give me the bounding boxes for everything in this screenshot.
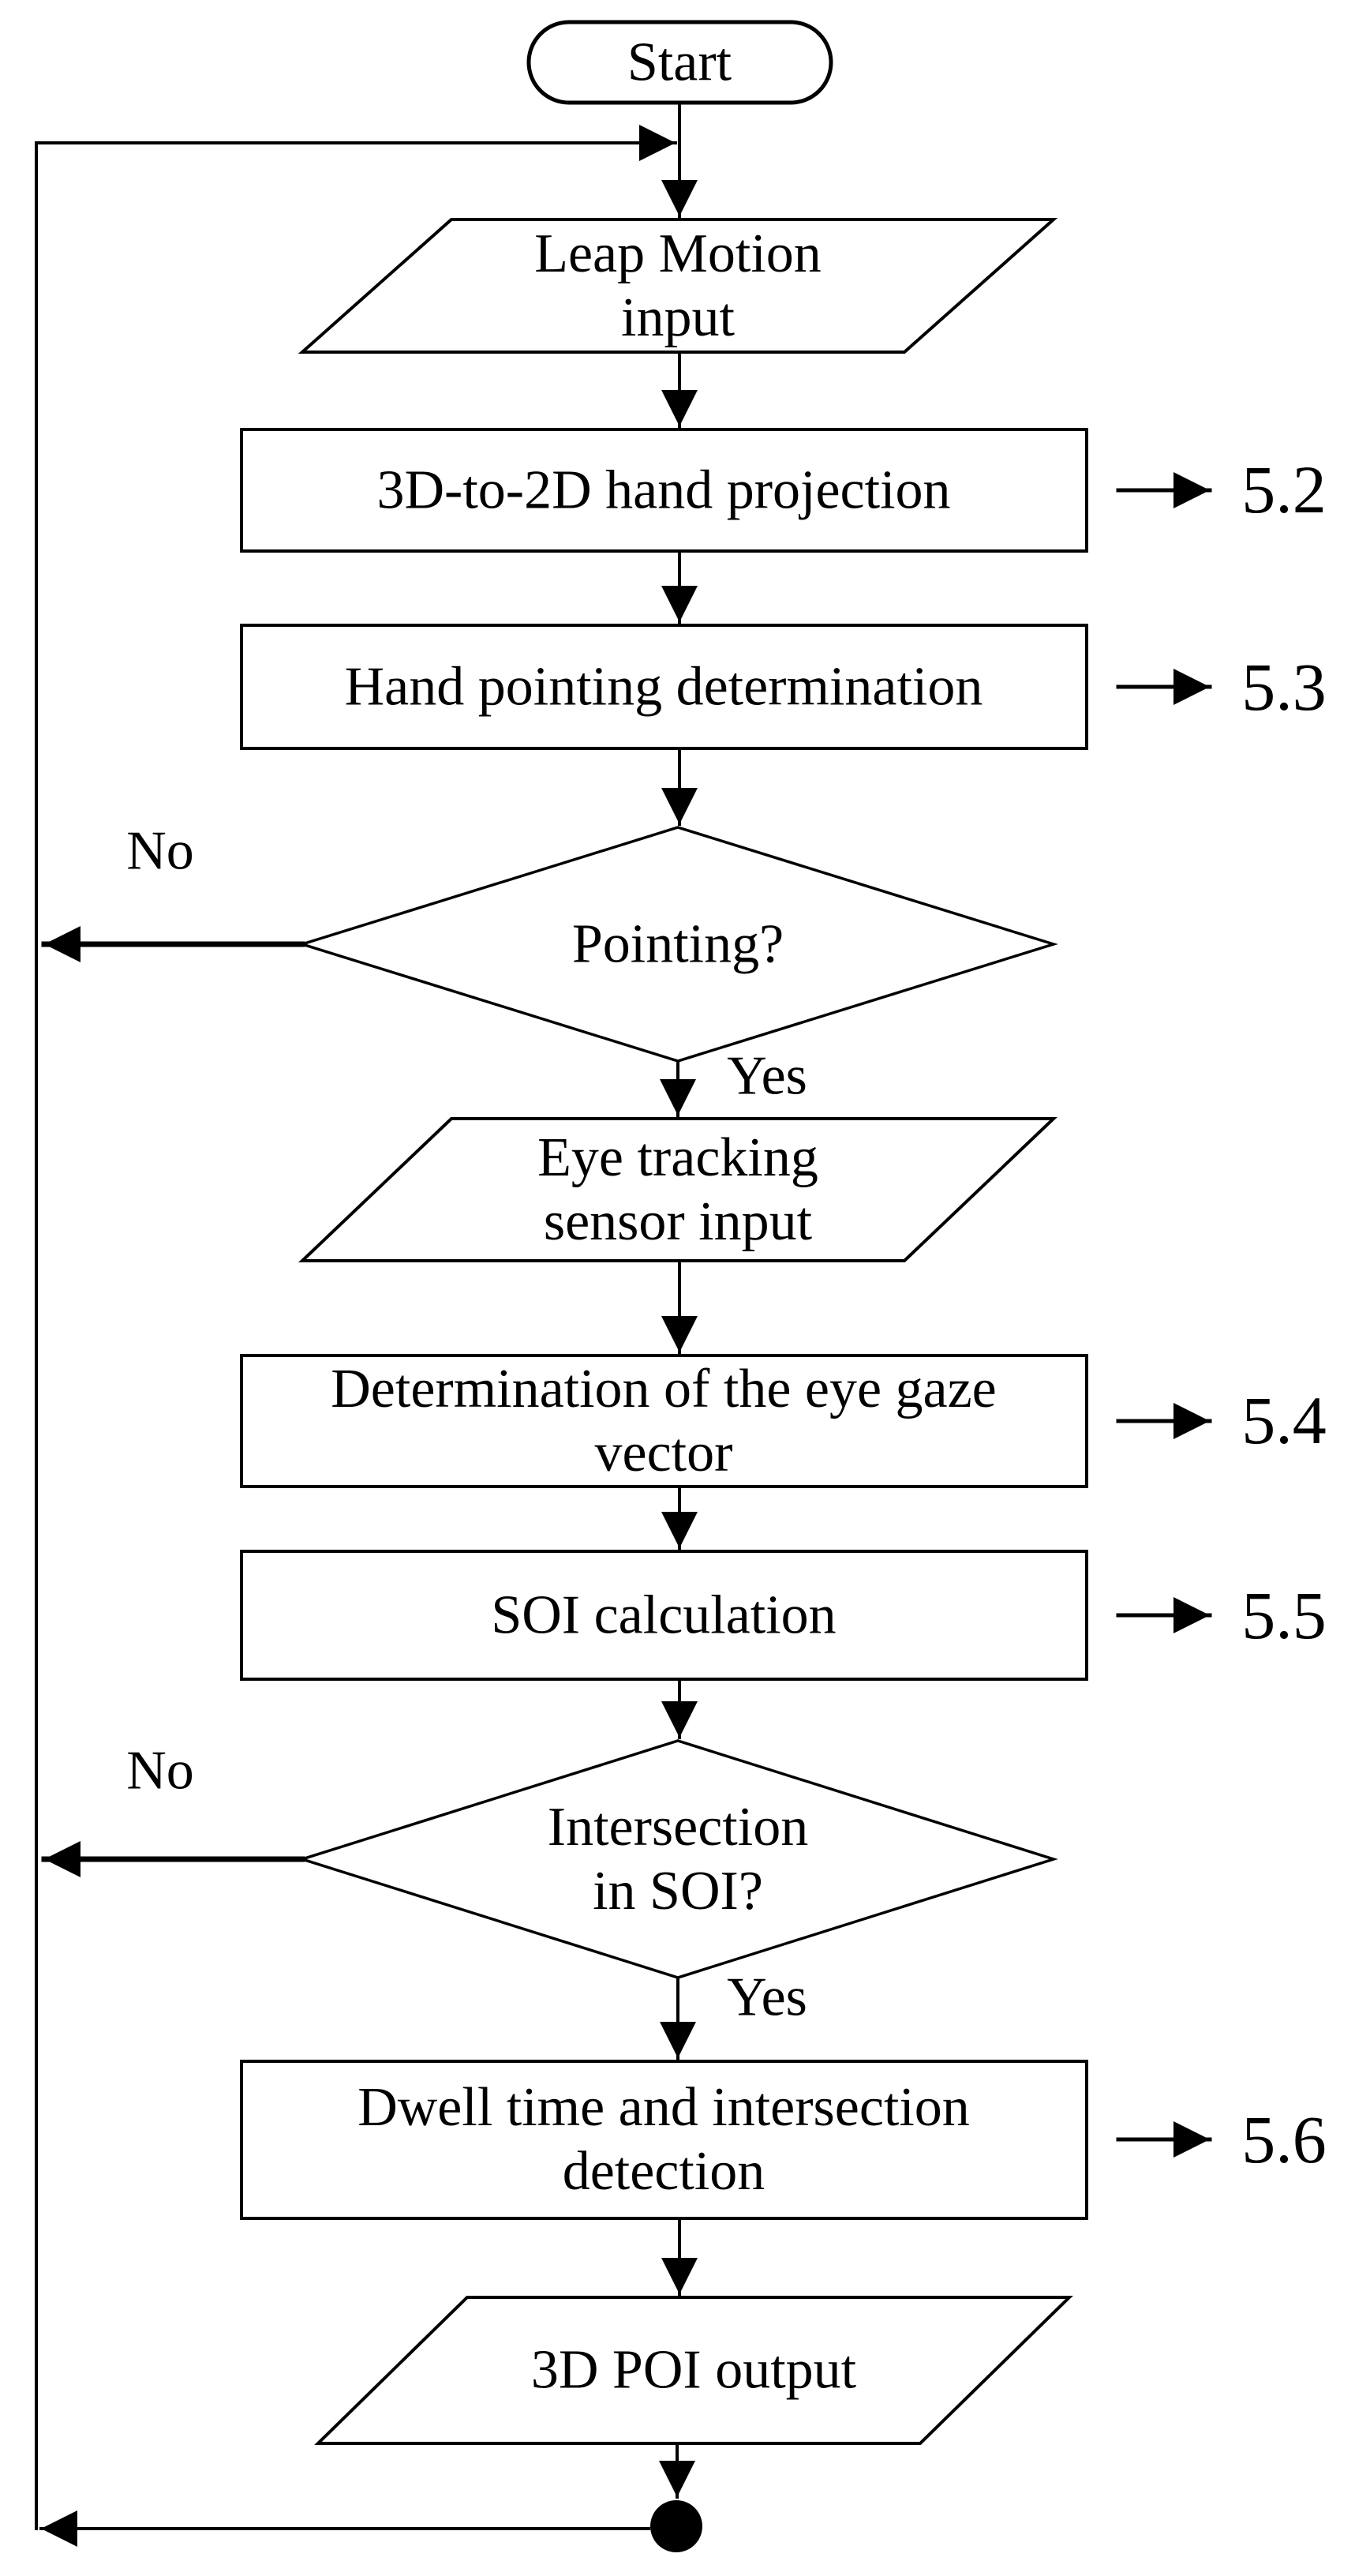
intersection-decision-label: Intersection in SOI? [547, 1796, 809, 1922]
poi-output-node [314, 2296, 1073, 2445]
gaze-vector-node [240, 1354, 1088, 1488]
pointing-decision-node [298, 826, 1058, 1063]
pointing-yes-label: Yes [727, 1045, 807, 1107]
section-ref-5-6: 5.6 [1241, 2102, 1327, 2177]
pointing-determination-node [240, 624, 1088, 750]
intersection-yes-label: Yes [727, 1967, 807, 2028]
soi-calculation-node [240, 1550, 1088, 1681]
hand-projection-node [240, 428, 1088, 553]
pointing-no-label: No [126, 820, 194, 882]
gaze-vector-label: Determination of the eye gaze vector [331, 1358, 997, 1483]
start-node [526, 20, 833, 105]
hand-projection-label: 3D-to-2D hand projection [376, 459, 951, 521]
soi-calculation-label: SOI calculation [491, 1584, 837, 1646]
eye-tracking-input-node [298, 1117, 1057, 1262]
intersection-no-label: No [126, 1740, 194, 1802]
section-ref-5-4: 5.4 [1241, 1382, 1327, 1458]
eye-tracking-input-label: Eye tracking sensor input [537, 1127, 818, 1252]
pointing-decision-label: Pointing? [571, 913, 784, 975]
section-ref-5-3: 5.3 [1241, 649, 1327, 725]
section-ref-5-2: 5.2 [1241, 452, 1327, 527]
end-connector-dot [650, 2500, 702, 2552]
leap-motion-input-node [298, 218, 1058, 354]
leap-motion-input-label: Leap Motion input [534, 223, 822, 348]
section-ref-5-5: 5.5 [1241, 1577, 1327, 1653]
pointing-determination-label: Hand pointing determination [344, 656, 983, 718]
start-node-label: Start [627, 32, 732, 93]
intersection-decision-node [298, 1739, 1058, 1979]
dwell-detection-label: Dwell time and intersection detection [357, 2076, 970, 2202]
poi-output-label: 3D POI output [530, 2339, 857, 2401]
dwell-detection-node [240, 2060, 1088, 2220]
